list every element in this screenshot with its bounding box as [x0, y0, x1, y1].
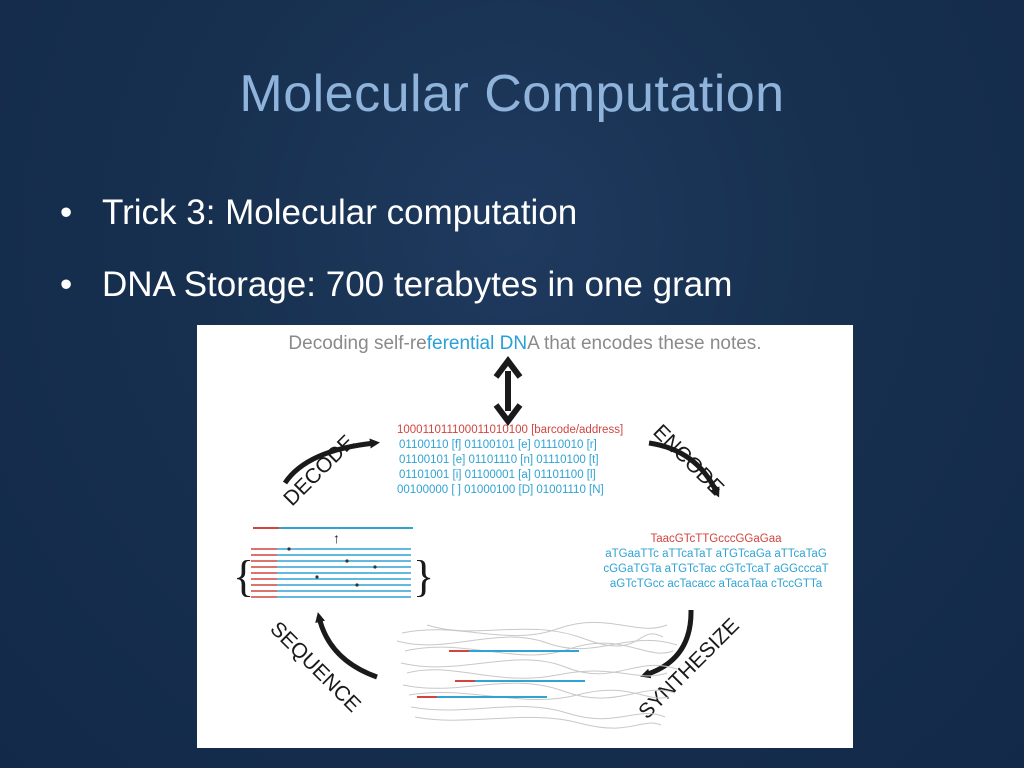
double-arrow-icon — [493, 356, 523, 426]
dna-sequence-block: TaacGTcTTGcccGGaGaa aTGaaTTc aTTcaTaT aT… — [592, 532, 840, 592]
figure-caption: Decoding self-referential DNA that encod… — [197, 333, 853, 355]
figure-graphics: DECODE ENCODE SYNTHESIZE SEQUENCE — [233, 356, 744, 729]
bullet-dot: • — [60, 265, 73, 304]
bullet-text: DNA Storage: 700 terabytes in one gram — [102, 265, 733, 304]
sequencing-reads — [251, 527, 413, 598]
binary-line: 01100101 [e] 01101110 [n] 01110100 [t] — [399, 454, 599, 466]
dna-line: cGGaTGTa aTGTcTac cGTcTcaT aGGcccaT — [603, 563, 829, 575]
dna-line: aGTcTGcc acTacacc aTacaTaa cTccGTTa — [609, 578, 823, 590]
dna-line: aTGaaTTc aTTcaTaT aTGTcaGa aTTcaTaG — [605, 548, 827, 560]
binary-block: 100011011100011010100 [barcode/address] … — [397, 423, 623, 498]
bullet-list: • Trick 3: Molecular computation • DNA S… — [60, 188, 732, 332]
bullet-text: Trick 3: Molecular computation — [102, 193, 578, 232]
encode-arrow-icon — [648, 440, 720, 498]
binary-line: 01100110 [f] 01100101 [e] 01110010 [r] — [399, 439, 597, 451]
sequence-arrow-icon — [315, 612, 378, 680]
caption-highlight: ferential DN — [426, 333, 528, 354]
dna-strand-tangle — [396, 621, 678, 729]
dna-cycle-figure: DECODE ENCODE SYNTHESIZE SEQUENCE — [197, 325, 853, 748]
binary-line: 01101001 [i] 01100001 [a] 01101100 [l] — [399, 469, 596, 481]
bullet-dot: • — [60, 193, 73, 232]
caption-post: A that encodes these notes. — [527, 333, 762, 354]
bullet-item: • DNA Storage: 700 terabytes in one gram — [60, 260, 732, 332]
slide-title: Molecular Computation — [239, 65, 785, 123]
sequence-label: SEQUENCE — [265, 617, 365, 717]
brace-left: { — [233, 552, 254, 601]
up-arrow-icon: ↑ — [333, 530, 340, 546]
synthesize-arrow-icon — [640, 609, 694, 679]
encode-label: ENCODE — [648, 420, 728, 500]
bullet-item: • Trick 3: Molecular computation — [60, 188, 732, 260]
binary-line: 00100000 [ ] 01000100 [D] 01001110 [N] — [397, 484, 604, 496]
brace-right: } — [413, 552, 434, 601]
decode-label: DECODE — [279, 431, 359, 511]
decode-arrow-icon — [282, 438, 380, 485]
dna-header: TaacGTcTTGcccGGaGaa — [650, 533, 782, 545]
barcode-line: 100011011100011010100 [barcode/address] — [397, 424, 624, 436]
caption-pre: Decoding self-re — [288, 333, 427, 354]
synthesized-strands — [417, 650, 585, 698]
